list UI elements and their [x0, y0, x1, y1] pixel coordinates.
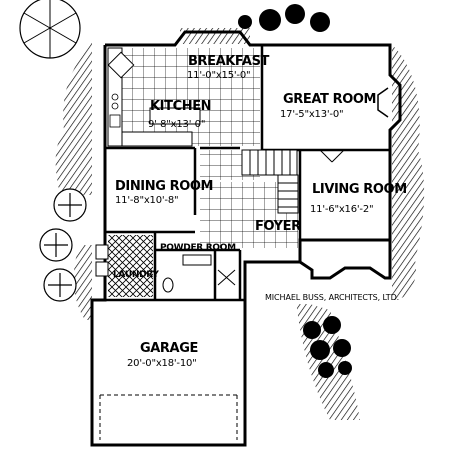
vanity-icon — [182, 254, 212, 266]
dryer-icon — [95, 261, 109, 277]
closet-doors — [217, 269, 236, 286]
range-icon — [111, 93, 119, 110]
living-room-dims: 11'-6"x16'-2" — [310, 204, 373, 215]
patio-umbrella-icon — [19, 0, 81, 59]
shrub-cluster-top-icon — [238, 4, 330, 32]
landscape-left-lower — [73, 245, 92, 320]
breakfast-label: BREAKFAST — [188, 54, 270, 69]
laundry-label: LAUNDRY — [113, 270, 159, 280]
living-bay-wall — [299, 240, 392, 280]
great-room-label: GREAT ROOM — [283, 92, 376, 107]
shrub-cluster-bottom-icon — [303, 316, 352, 378]
garage-label: GARAGE — [140, 341, 198, 356]
garage-dims: 20'-0"x18'-10" — [127, 358, 197, 369]
kitchen-counter — [107, 47, 201, 147]
kitchen-label: KITCHEN — [150, 99, 211, 114]
washer-icon — [95, 244, 109, 260]
landscape-top — [180, 28, 250, 44]
breakfast-bay-wall — [105, 30, 262, 47]
great-room-dims: 17'-5"x13'-0" — [280, 109, 343, 120]
dining-room-label: DINING ROOM — [115, 179, 213, 194]
landscape-left — [55, 40, 92, 195]
foyer-label: FOYER — [255, 219, 301, 234]
living-room-label: LIVING ROOM — [312, 182, 407, 197]
table-icon — [107, 51, 135, 79]
exterior-wall — [90, 43, 402, 447]
breakfast-dims: 11'-0"x15'-0" — [187, 70, 250, 81]
dining-room-dims: 11'-8"x10'-8" — [115, 195, 178, 206]
toilet-icon — [162, 277, 174, 293]
sink-icon — [109, 114, 121, 128]
laundry-floor — [108, 235, 153, 297]
fireplace-icon — [377, 87, 389, 118]
powder-room-label: POWDER ROOM — [160, 243, 236, 253]
credit-box — [262, 290, 392, 304]
kitchen-dims: 9'-8"x13'-0" — [148, 119, 205, 130]
tree-left-icon — [39, 188, 87, 302]
architect-credit: MICHAEL BUSS, ARCHITECTS, LTD. — [265, 293, 399, 302]
staircase-icon — [241, 149, 299, 214]
